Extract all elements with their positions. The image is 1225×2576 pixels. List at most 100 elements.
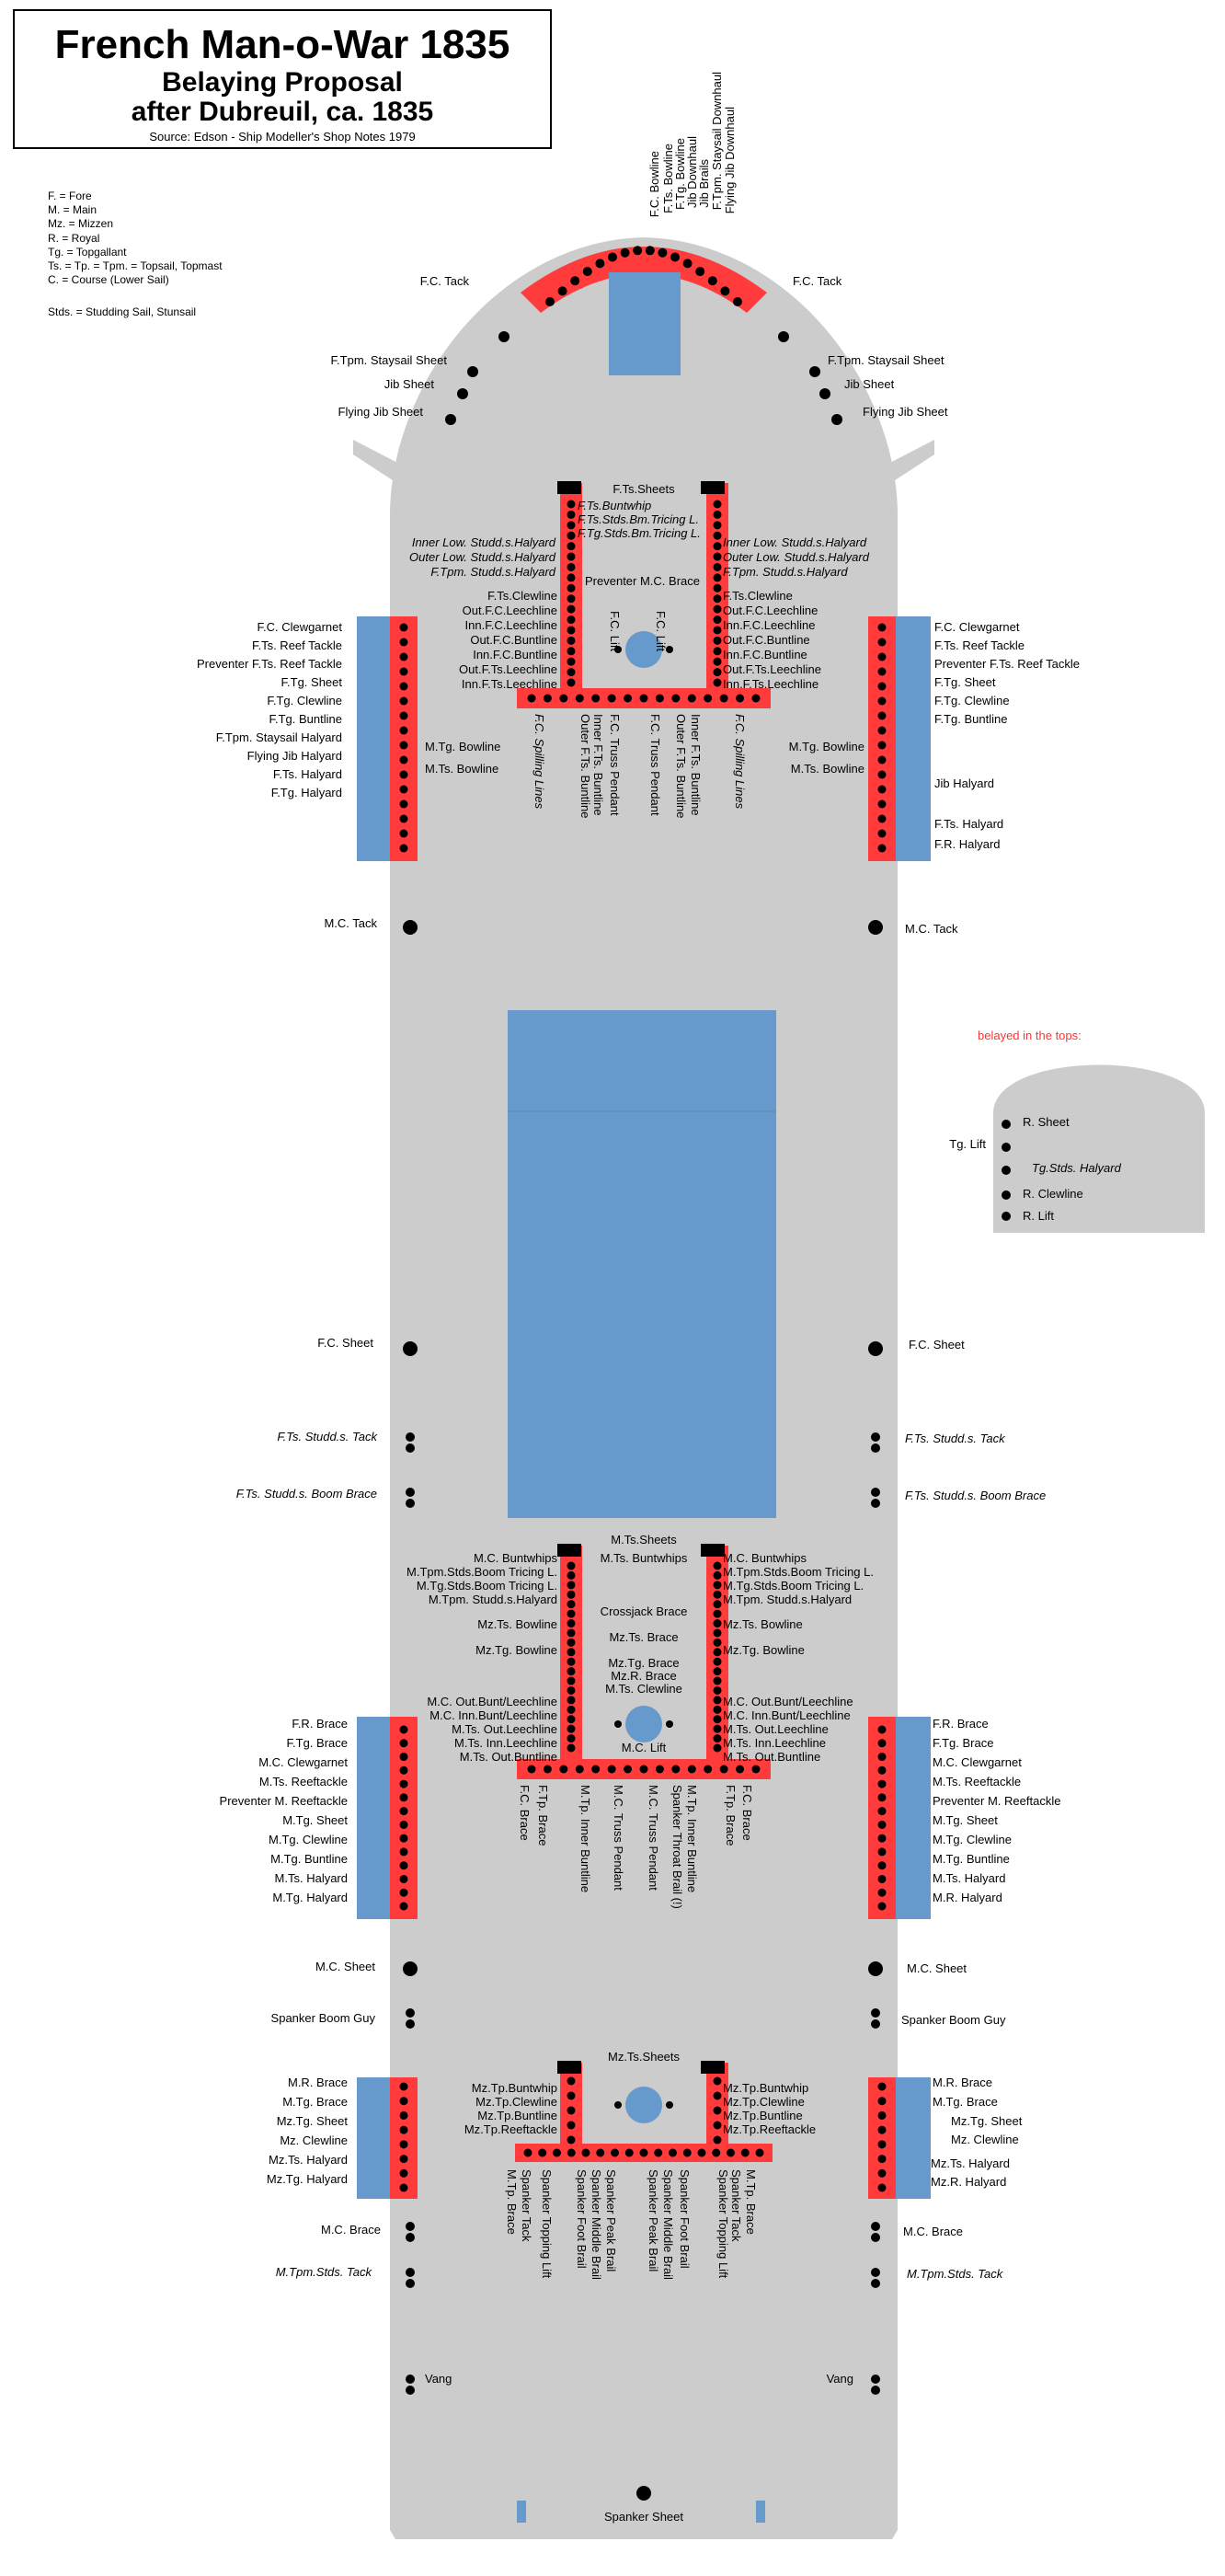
belaying-pin bbox=[614, 2101, 622, 2109]
rigging-label: M.Ts. Buntwhips bbox=[600, 1551, 688, 1565]
rigging-label: Out.F.C.Buntline bbox=[470, 633, 557, 647]
belaying-pin bbox=[567, 604, 576, 614]
belaying-pin bbox=[871, 2375, 880, 2384]
rigging-label: Mz.R. Brace bbox=[611, 1669, 677, 1683]
belaying-pin bbox=[567, 1570, 576, 1580]
rigging-label: Inn.F.C.Leechline bbox=[723, 618, 816, 632]
rigging-label-vertical: Spanker Peak Brail bbox=[647, 2169, 660, 2272]
rigging-label: Mz.Tp.Reeftackle bbox=[464, 2122, 557, 2136]
belaying-pin bbox=[877, 1888, 887, 1897]
rigging-label: F.Ts. Studd.s. Boom Brace bbox=[235, 1487, 377, 1501]
rigging-label-vertical: M.Tp. Inner Buntline bbox=[685, 1785, 699, 1893]
title-sub-1: Belaying Proposal bbox=[162, 67, 403, 98]
belaying-pin bbox=[877, 667, 887, 676]
belaying-pin bbox=[727, 2148, 735, 2157]
belaying-pin bbox=[399, 829, 408, 838]
rigging-label-vertical: M.Tp. Brace bbox=[505, 2169, 519, 2235]
rigging-label-vertical: Spanker Topping Lift bbox=[716, 2169, 730, 2279]
rigging-label: F.Tg. Sheet bbox=[934, 675, 996, 689]
belaying-pin bbox=[399, 1820, 408, 1829]
belaying-pin bbox=[713, 1628, 722, 1638]
belaying-pin bbox=[567, 1705, 576, 1714]
belaying-pin bbox=[877, 726, 887, 735]
rigging-label: M.C. Inn.Bunt/Leechline bbox=[429, 1708, 557, 1722]
belaying-pin bbox=[736, 694, 745, 703]
belaying-pin bbox=[636, 2486, 651, 2501]
belaying-pin bbox=[567, 2121, 576, 2130]
title-box: French Man-o-War 1835 Belaying Proposal … bbox=[13, 9, 552, 149]
rigging-label: M.Tpm.Stds. Tack bbox=[275, 2265, 372, 2279]
belaying-pin bbox=[751, 694, 761, 703]
rigging-label: Out.F.C.Leechline bbox=[723, 604, 819, 617]
belaying-pin bbox=[403, 1341, 418, 1356]
belaying-pin bbox=[877, 1725, 887, 1734]
belaying-pin bbox=[877, 2125, 887, 2134]
belaying-pin bbox=[713, 1696, 722, 1705]
belaying-pin bbox=[567, 1619, 576, 1628]
belaying-pin bbox=[868, 1961, 883, 1976]
belaying-pin bbox=[399, 2082, 408, 2091]
rigging-label: M.Tg. Brace bbox=[933, 2095, 998, 2109]
belaying-pin bbox=[399, 1834, 408, 1843]
belaying-pin bbox=[666, 2101, 673, 2109]
belaying-pin bbox=[713, 1581, 722, 1590]
rigging-label: M.Tg. Halyard bbox=[272, 1891, 348, 1904]
rigging-label: F.C. Tack bbox=[419, 274, 469, 288]
legend-item: R. = Royal bbox=[48, 232, 100, 245]
belaying-pin bbox=[1002, 1166, 1011, 1175]
rigging-label-vertical: Inner F.Ts. Buntline bbox=[591, 714, 605, 816]
rigging-label: M.Tg. Sheet bbox=[933, 1813, 998, 1827]
belaying-pin bbox=[877, 638, 887, 647]
rigging-label: Preventer M. Reeftackle bbox=[219, 1794, 348, 1808]
belaying-pin bbox=[406, 2386, 415, 2395]
belaying-pin bbox=[567, 1609, 576, 1618]
rigging-label: M.C. Sheet bbox=[315, 1960, 375, 1973]
belaying-pin bbox=[399, 711, 408, 720]
rigging-label: Flying Jib Sheet bbox=[863, 405, 948, 419]
rigging-label: F.Tg. Clewline bbox=[934, 694, 1010, 707]
belaying-pin bbox=[713, 1676, 722, 1685]
belaying-pin bbox=[567, 2091, 576, 2100]
rigging-label: F.Ts. Halyard bbox=[934, 817, 1004, 831]
rigging-label: Spanker Boom Guy bbox=[270, 2011, 375, 2025]
belaying-pin bbox=[567, 1743, 576, 1753]
legend-item: Stds. = Studding Sail, Stunsail bbox=[48, 305, 197, 318]
belaying-pin bbox=[399, 1753, 408, 1762]
belaying-pin bbox=[406, 1443, 415, 1453]
rigging-label: Preventer F.Ts. Reef Tackle bbox=[934, 657, 1080, 671]
belaying-pin bbox=[403, 920, 418, 935]
rigging-label: R. Clewline bbox=[1023, 1187, 1083, 1201]
belaying-pin bbox=[682, 2148, 692, 2157]
rigging-label: M.C. Lift bbox=[621, 1741, 667, 1754]
belaying-pin bbox=[567, 510, 576, 519]
rigging-label: Inner Low. Studd.s.Halyard bbox=[723, 535, 867, 549]
belaying-pin bbox=[607, 1765, 616, 1774]
rigging-label-vertical: F.Tpm. Staysail Downhaul bbox=[710, 71, 724, 210]
belaying-pin bbox=[713, 1600, 722, 1609]
rigging-label: F.Tg. Clewline bbox=[267, 694, 342, 707]
belaying-pin bbox=[713, 500, 722, 509]
belaying-pin bbox=[713, 2106, 722, 2115]
rigging-label: Spanker Sheet bbox=[603, 2510, 684, 2524]
belaying-pin bbox=[399, 1725, 408, 1734]
rigging-label: F.Ts. Halyard bbox=[272, 767, 342, 781]
belaying-pin bbox=[713, 1685, 722, 1695]
belaying-pin bbox=[877, 1834, 887, 1843]
mainmast bbox=[625, 1706, 662, 1742]
legend-group-1: F. = Fore M. = Main Mz. = Mizzen bbox=[48, 190, 113, 231]
rigging-label: Spanker Boom Guy bbox=[901, 2013, 1006, 2027]
belaying-pin bbox=[713, 1609, 722, 1618]
belaying-pin bbox=[399, 799, 408, 809]
rigging-label: Vang bbox=[826, 2372, 853, 2386]
rigging-label: F.C. Sheet bbox=[909, 1338, 965, 1351]
legend-item: F. = Fore bbox=[48, 190, 92, 202]
belaying-pin bbox=[545, 297, 555, 306]
belaying-pin bbox=[713, 1570, 722, 1580]
belaying-pin bbox=[399, 1902, 408, 1911]
rigging-label-vertical: Spanker Topping Lift bbox=[540, 2169, 554, 2279]
belaying-pin bbox=[557, 286, 567, 296]
belaying-pin bbox=[713, 1705, 722, 1714]
belaying-pin bbox=[567, 531, 576, 540]
belaying-pin bbox=[819, 388, 830, 399]
rigging-label: M.Tpm. Studd.s.Halyard bbox=[428, 1593, 557, 1606]
